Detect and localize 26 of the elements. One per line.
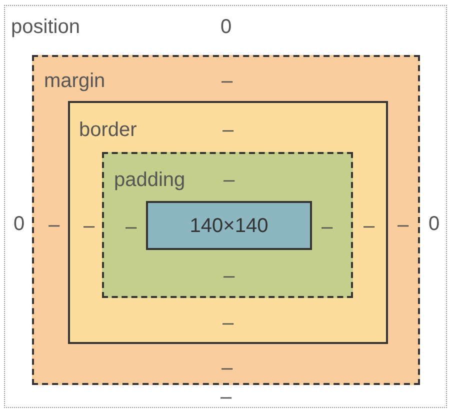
box-label: position <box>11 17 80 37</box>
left-value: – <box>83 216 95 236</box>
right-value: – <box>363 216 375 236</box>
left-value: – <box>125 217 137 237</box>
margin-box <box>32 55 420 385</box>
top-value: – <box>223 170 235 190</box>
right-value: – <box>397 215 409 235</box>
top-value: – <box>221 71 233 91</box>
top-value: 0 <box>220 17 232 37</box>
border-box <box>68 101 388 344</box>
bottom-value: – <box>222 313 234 333</box>
bottom-value: – <box>220 387 232 407</box>
content-box <box>146 201 312 250</box>
padding-box <box>102 152 353 298</box>
position-box <box>4 5 447 408</box>
bottom-value: – <box>221 358 233 378</box>
top-value: – <box>222 120 234 140</box>
left-value: 0 <box>13 214 25 234</box>
left-value: – <box>48 215 60 235</box>
right-value: – <box>321 217 333 237</box>
right-value: 0 <box>428 214 440 234</box>
box-label: border <box>79 120 137 140</box>
content-size-text: 140×140 <box>188 214 270 238</box>
box-label: padding <box>114 170 186 190</box>
box-label: margin <box>44 71 106 91</box>
bottom-value: – <box>223 266 235 286</box>
